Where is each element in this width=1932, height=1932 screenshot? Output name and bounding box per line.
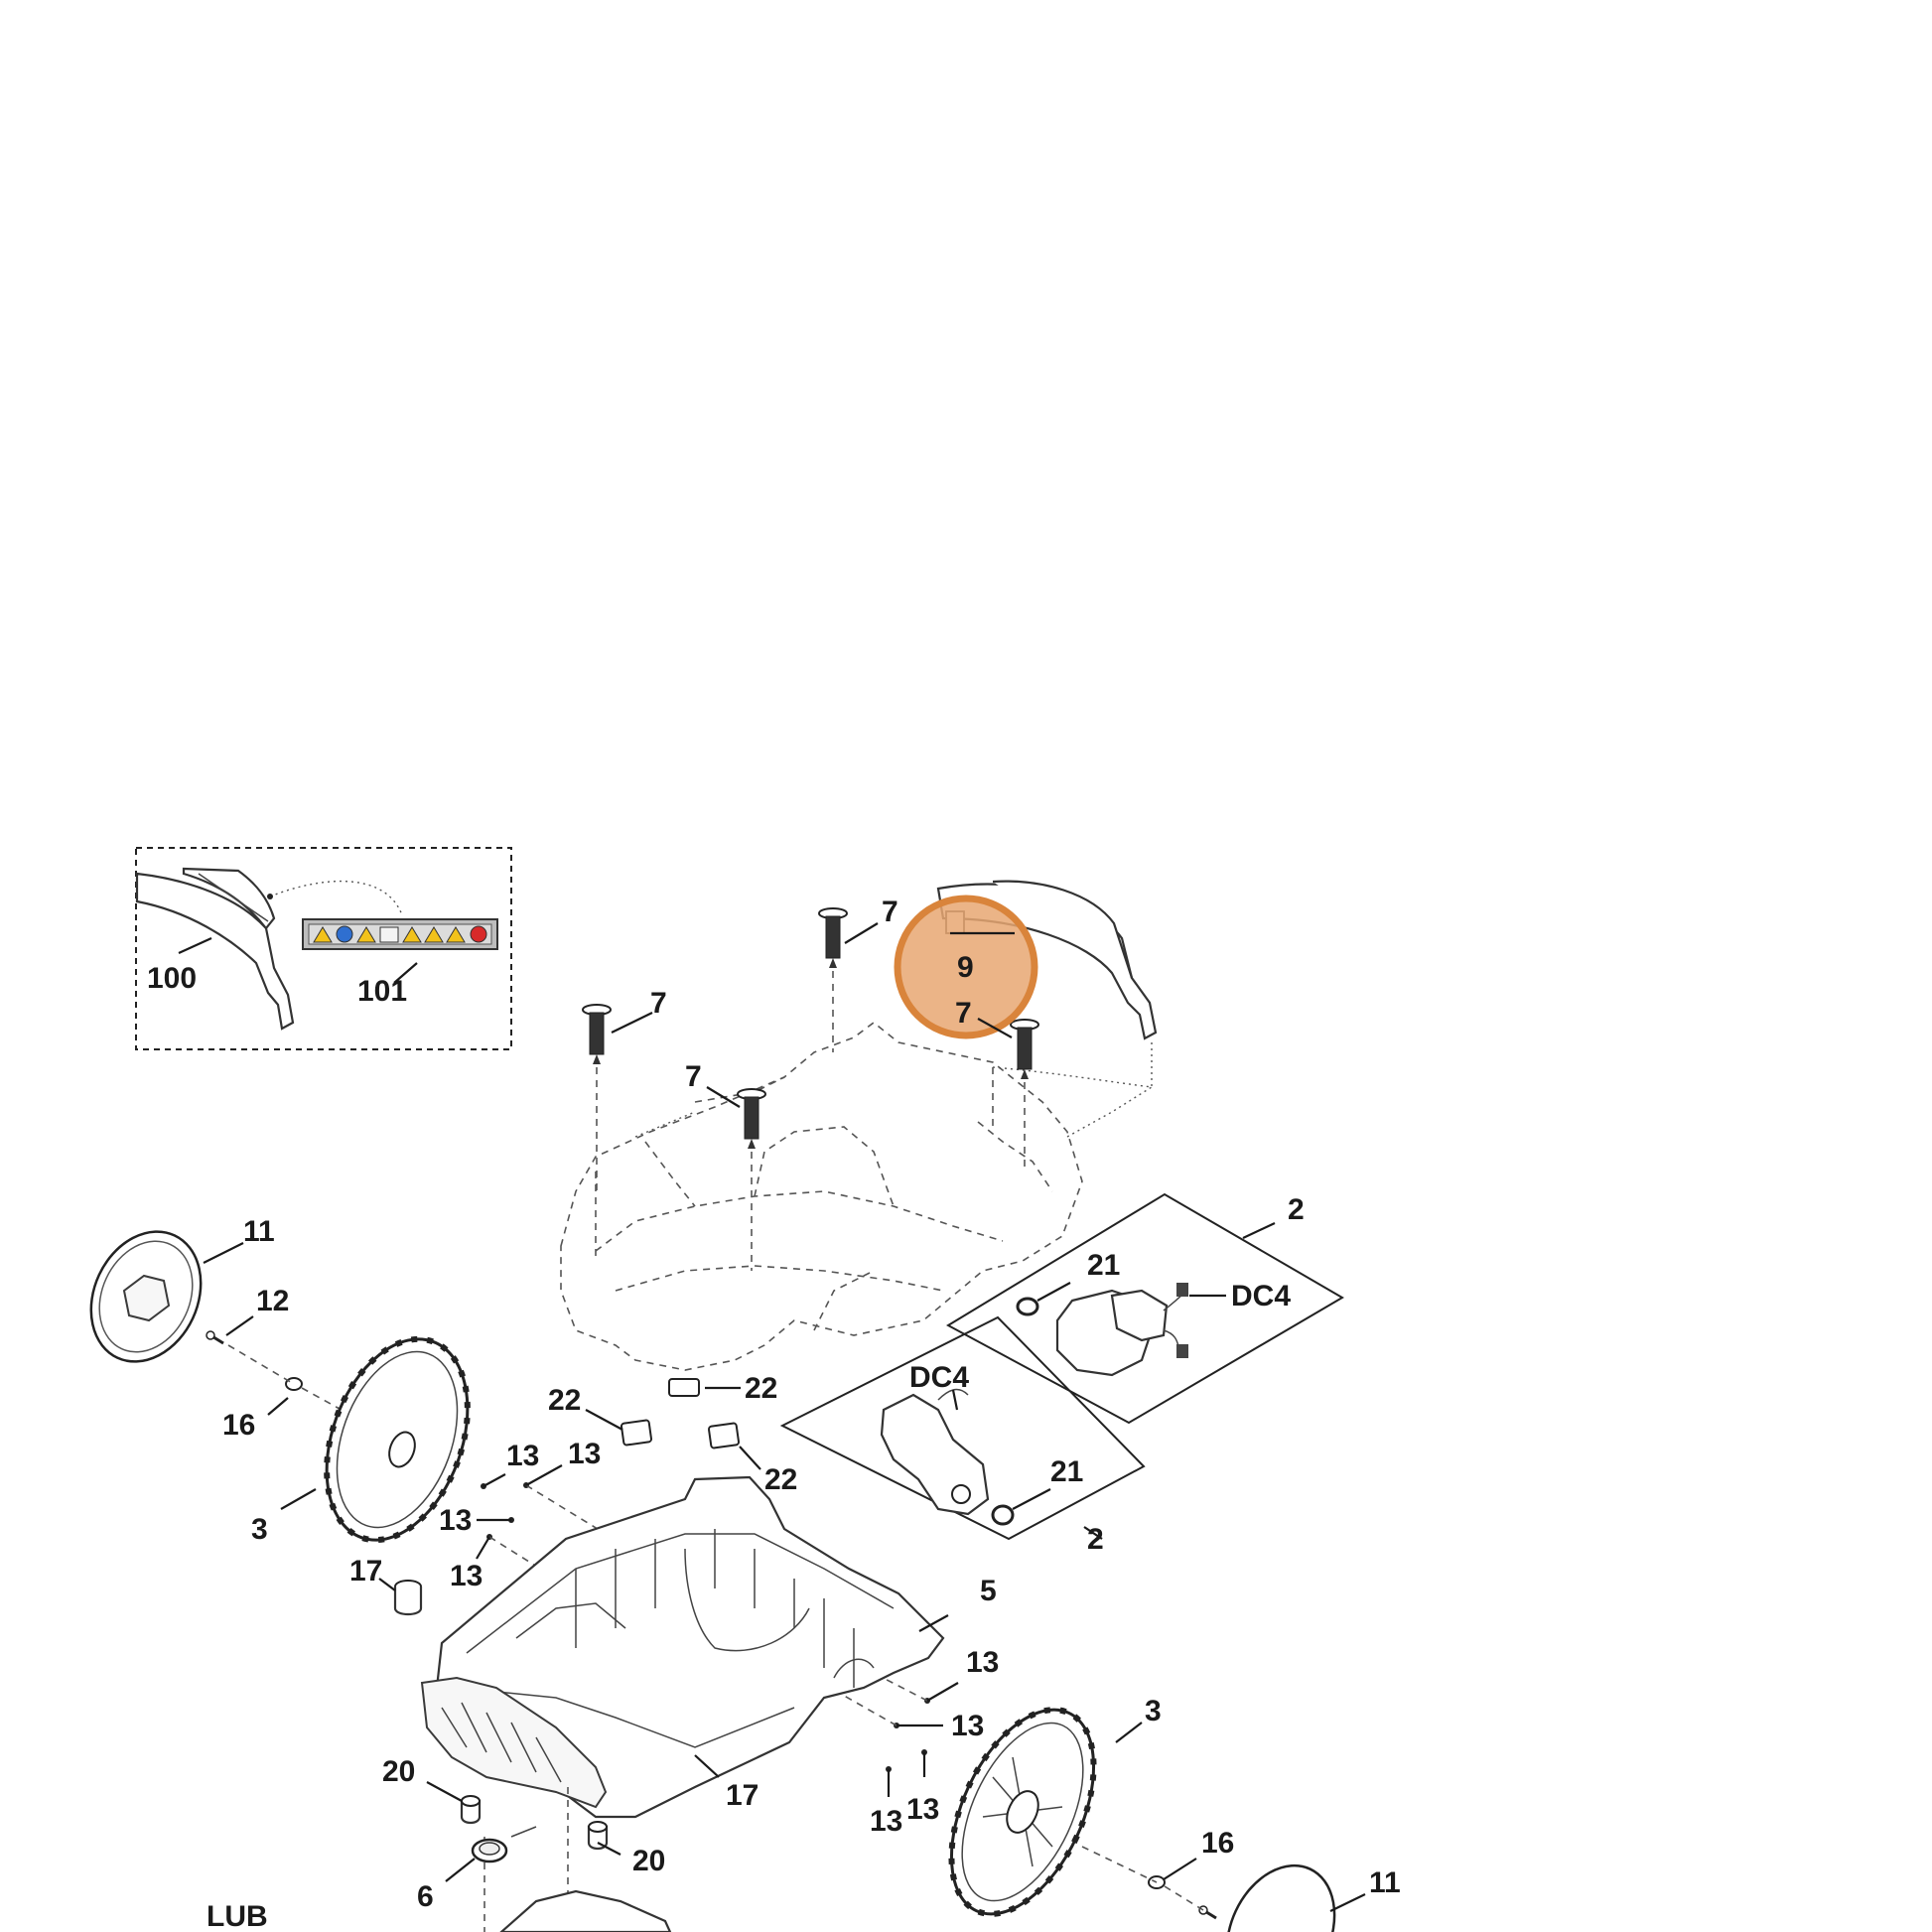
part-11-wheel-cap[interactable] xyxy=(70,1213,221,1379)
callout-labels: 100 101 7 7 7 7 9 2 21 DC4 DC4 21 2 11 1… xyxy=(147,896,1401,1932)
part-20-foot[interactable] xyxy=(460,1795,482,1825)
part-12-screw[interactable] xyxy=(206,1330,224,1345)
callout-lub: LUB xyxy=(207,1900,268,1932)
part-7-screw[interactable] xyxy=(737,1088,766,1271)
callout-7: 7 xyxy=(685,1060,702,1093)
warning-icon xyxy=(402,926,422,943)
inset-box xyxy=(135,847,512,1050)
callout-21: 21 xyxy=(1087,1249,1120,1282)
callout-20: 20 xyxy=(382,1755,415,1788)
part-20-foot[interactable] xyxy=(587,1821,609,1851)
callout-11: 11 xyxy=(243,1215,275,1248)
part-22-pad[interactable] xyxy=(620,1419,653,1447)
part-17-foot[interactable] xyxy=(393,1580,423,1616)
part-3-wheel[interactable] xyxy=(301,1319,493,1560)
callout-9: 9 xyxy=(957,951,974,984)
part-11-wheel-cap[interactable] xyxy=(1206,1848,1355,1932)
callout-17: 17 xyxy=(726,1779,759,1812)
warning-icon xyxy=(313,926,333,943)
callout-101: 101 xyxy=(357,975,407,1008)
part-22-pad[interactable] xyxy=(668,1378,700,1397)
callout-3: 3 xyxy=(251,1513,268,1546)
hands-icon xyxy=(379,926,399,943)
callout-6: 6 xyxy=(417,1880,434,1913)
warning-icon xyxy=(446,926,466,943)
callout-20: 20 xyxy=(632,1845,665,1877)
callout-22: 22 xyxy=(745,1372,777,1405)
part-5-chassis[interactable] xyxy=(420,1475,945,1819)
part-12-screw[interactable] xyxy=(1198,1905,1217,1920)
leader-lines xyxy=(203,922,1366,1912)
callout-5: 5 xyxy=(980,1575,997,1607)
callout-3: 3 xyxy=(1145,1695,1162,1727)
callout-13: 13 xyxy=(568,1438,601,1470)
part-2-drive-motor-kit[interactable] xyxy=(779,1315,1146,1541)
callout-11: 11 xyxy=(1369,1866,1401,1899)
callout-13: 13 xyxy=(506,1440,539,1472)
callout-13: 13 xyxy=(450,1560,483,1592)
callout-13: 13 xyxy=(439,1504,472,1537)
callout-12: 12 xyxy=(256,1285,289,1317)
manual-icon xyxy=(336,925,353,943)
part-7-screw[interactable] xyxy=(1010,1019,1039,1172)
callout-dc4: DC4 xyxy=(1231,1280,1291,1312)
warning-icon xyxy=(424,926,444,943)
callout-21: 21 xyxy=(1050,1455,1083,1488)
part-101-warning-label[interactable] xyxy=(302,918,498,950)
callout-2: 2 xyxy=(1087,1523,1104,1556)
callout-13: 13 xyxy=(966,1646,999,1679)
part-3-wheel[interactable] xyxy=(922,1688,1123,1932)
part-7-screw[interactable] xyxy=(818,907,848,1052)
callout-13: 13 xyxy=(951,1710,984,1742)
callout-7: 7 xyxy=(955,997,972,1030)
callout-16: 16 xyxy=(1201,1827,1234,1860)
no-entry-icon xyxy=(470,925,487,943)
warning-icon xyxy=(356,926,376,943)
callout-7: 7 xyxy=(650,987,667,1020)
callout-dc4: DC4 xyxy=(909,1361,969,1394)
callout-17: 17 xyxy=(349,1555,382,1587)
part-lower-cover xyxy=(499,1889,672,1932)
part-22-pad[interactable] xyxy=(707,1422,741,1449)
callout-16: 16 xyxy=(222,1409,255,1442)
callout-22: 22 xyxy=(548,1384,581,1417)
part-6-cap[interactable] xyxy=(471,1826,537,1863)
callout-2: 2 xyxy=(1288,1193,1305,1226)
callout-22: 22 xyxy=(764,1463,797,1496)
callout-13: 13 xyxy=(906,1793,939,1826)
callout-13: 13 xyxy=(870,1805,902,1838)
part-100-bumper[interactable] xyxy=(135,872,295,1031)
callout-100: 100 xyxy=(147,962,197,995)
callout-7: 7 xyxy=(882,896,898,928)
part-7-screw[interactable] xyxy=(582,1004,612,1191)
